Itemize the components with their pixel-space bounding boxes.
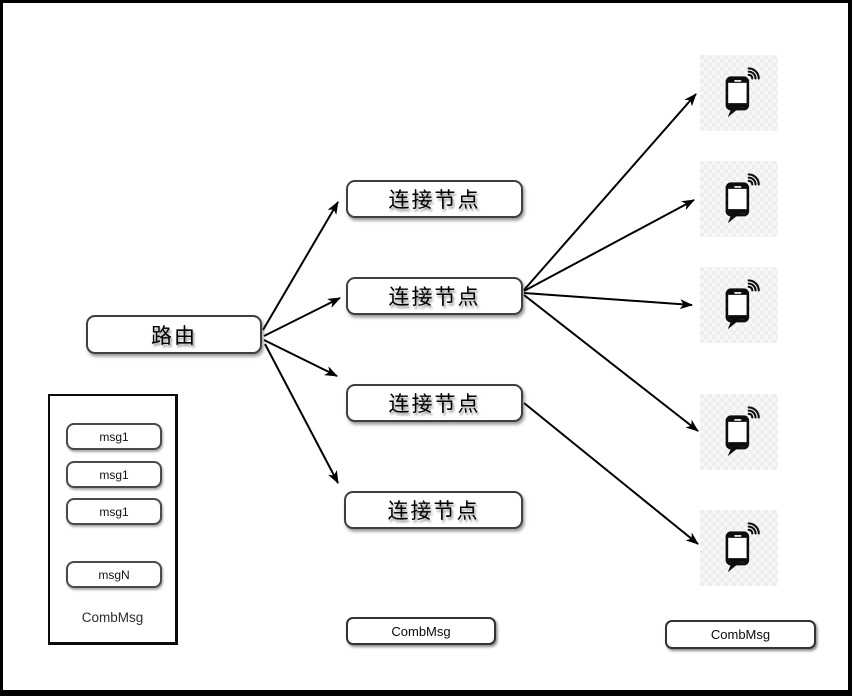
msg-item: msgN [66, 561, 162, 588]
arrow-node2-to-phone-1 [523, 93, 697, 291]
combmsg-box-center: CombMsg [346, 617, 496, 645]
msg-item: msg1 [66, 423, 162, 450]
arrow-router-to-node-4 [264, 343, 339, 484]
phone-2 [700, 161, 778, 237]
phone-5 [700, 510, 778, 586]
phone-1 [700, 55, 778, 131]
combmsg-box-right: CombMsg [665, 620, 816, 649]
smartphone-chat-wifi-icon [725, 406, 760, 457]
connection-node-2: 连接节点 [346, 277, 523, 315]
phone-3 [700, 267, 778, 343]
msg-item-label: msgN [98, 567, 130, 582]
connection-node-label: 连接节点 [387, 499, 480, 523]
message-stack-caption: CombMsg [81, 610, 144, 625]
message-stack-container: msg1 msg1 msg1 msgN CombMsg [48, 394, 178, 645]
arrow-router-to-node-1 [262, 201, 339, 331]
connection-node-label: 连接节点 [388, 188, 481, 212]
connection-node-label: 连接节点 [388, 285, 481, 309]
arrow-node2-to-phone-3 [523, 292, 693, 310]
phone-4 [700, 394, 778, 470]
arrow-node2-to-phone-2 [523, 199, 695, 292]
msg-item-label: msg1 [99, 504, 129, 519]
smartphone-chat-wifi-icon [725, 279, 760, 330]
msg-item: msg1 [66, 498, 162, 525]
router-label: 路由 [151, 323, 197, 348]
connection-node-1: 连接节点 [346, 180, 523, 218]
msg-item-label: msg1 [99, 467, 129, 482]
msg-item-label: msg1 [99, 429, 129, 444]
arrow-node2-to-phone-4 [523, 294, 699, 432]
msg-item: msg1 [66, 461, 162, 488]
arrow-router-to-node-3 [263, 339, 338, 377]
router-node: 路由 [86, 315, 262, 354]
connection-node-label: 连接节点 [388, 392, 481, 416]
smartphone-chat-wifi-icon [725, 67, 760, 118]
combmsg-label: CombMsg [710, 627, 771, 642]
arrow-node3-to-phone-5 [523, 402, 699, 545]
connection-node-4: 连接节点 [344, 491, 523, 529]
connection-node-3: 连接节点 [346, 384, 523, 422]
combmsg-label: CombMsg [391, 623, 451, 639]
smartphone-chat-wifi-icon [725, 173, 760, 224]
smartphone-chat-wifi-icon [725, 522, 760, 573]
arrow-router-to-node-2 [263, 297, 341, 337]
